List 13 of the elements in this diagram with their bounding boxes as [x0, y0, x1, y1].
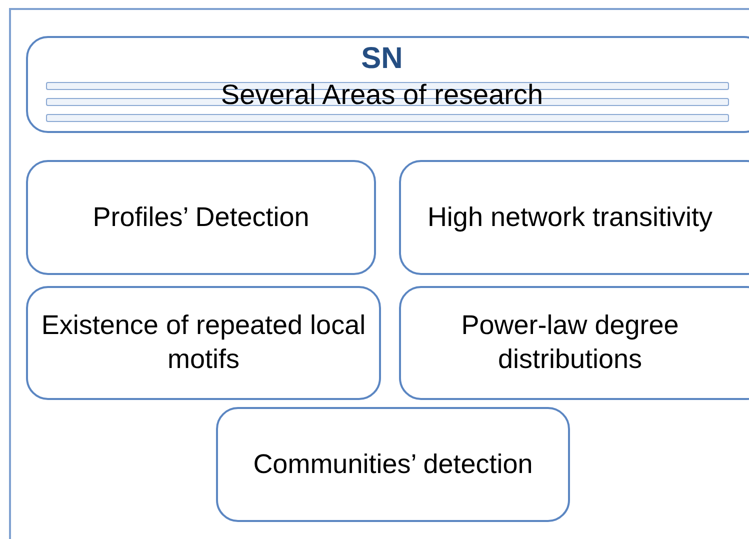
topic-box: [399, 286, 749, 400]
header-box: [26, 36, 749, 133]
topic-box: [26, 286, 381, 400]
subheading: Several Areas of research: [220, 78, 544, 112]
topic-box: [216, 407, 570, 522]
topic-text: Profiles’ Detection: [92, 200, 310, 234]
heading: SN: [361, 42, 403, 75]
topic-text: Existence of repeated local motifs: [40, 309, 367, 376]
topic-box: [26, 160, 376, 275]
topic-text: Communities’ detection: [253, 448, 533, 481]
topic-text: High network transitivity: [427, 200, 713, 234]
topic-box: [399, 160, 749, 275]
topic-text: Power-law degree distributions: [460, 309, 680, 376]
